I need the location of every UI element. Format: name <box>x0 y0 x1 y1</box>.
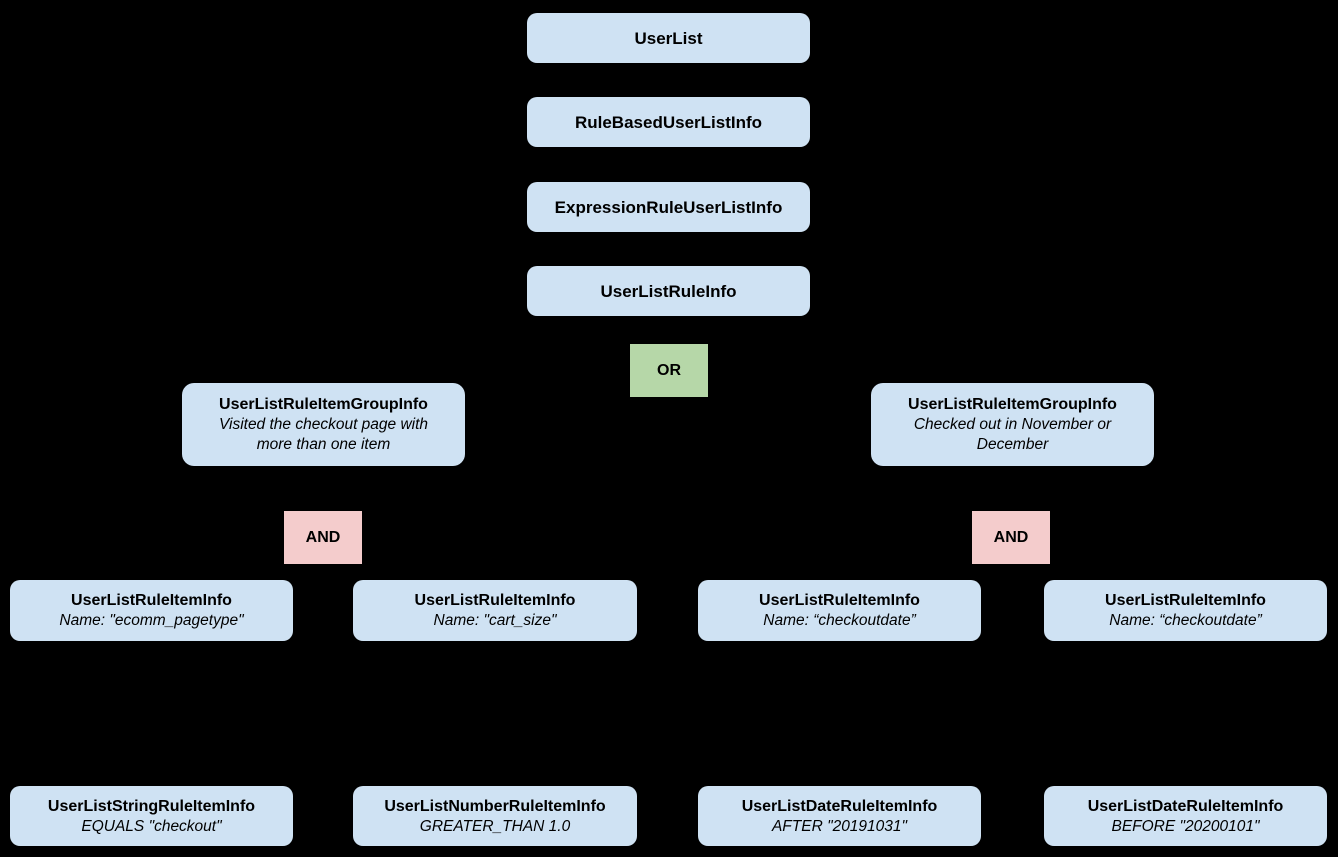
node-dateruleitem-after-subtitle: AFTER "20191031" <box>771 817 908 835</box>
node-expressionruleuserlistinfo: ExpressionRuleUserListInfo <box>527 182 810 232</box>
arrowhead-left-icon <box>316 371 350 386</box>
arrowhead-right-icon <box>988 371 1022 386</box>
node-ruleitem-title: UserListRuleItemInfo <box>759 592 920 609</box>
node-dateruleitem-before: UserListDateRuleItemInfo BEFORE "2020010… <box>1044 786 1327 846</box>
node-numberruleitem-title: UserListNumberRuleItemInfo <box>384 797 606 815</box>
node-ruleitem-cart-size: UserListRuleItemInfo Name: "cart_size" <box>353 580 637 641</box>
node-rulebaseduserlistinfo-label: RuleBasedUserListInfo <box>574 112 763 132</box>
node-ruleitem-ecomm-pagetype: UserListRuleItemInfo Name: "ecomm_pagety… <box>10 580 293 641</box>
and-operator-right: AND <box>972 511 1050 564</box>
node-ruleitem-title: UserListRuleItemInfo <box>71 592 232 609</box>
node-group-right: UserListRuleItemGroupInfo Checked out in… <box>871 383 1154 466</box>
node-ruleitem-subtitle: Name: "ecomm_pagetype" <box>59 612 244 629</box>
node-dateruleitem-after: UserListDateRuleItemInfo AFTER "20191031… <box>698 786 981 846</box>
node-ruleitem-subtitle: Name: “checkoutdate” <box>763 612 916 629</box>
node-ruleitem-checkoutdate-1: UserListRuleItemInfo Name: “checkoutdate… <box>698 580 981 641</box>
node-group-right-title: UserListRuleItemGroupInfo <box>908 396 1117 413</box>
node-ruleitem-title: UserListRuleItemInfo <box>1105 592 1266 609</box>
node-userlistruleinfo: UserListRuleInfo <box>527 266 810 316</box>
node-numberruleitem: UserListNumberRuleItemInfo GREATER_THAN … <box>353 786 637 846</box>
node-group-left-subtitle: Visited the checkout page with more than… <box>218 416 429 453</box>
node-userlist-label: UserList <box>634 28 703 48</box>
or-operator: OR <box>630 344 708 397</box>
node-dateruleitem-before-title: UserListDateRuleItemInfo <box>1087 797 1284 815</box>
node-stringruleitem: UserListStringRuleItemInfo EQUALS "check… <box>10 786 293 846</box>
node-group-left: UserListRuleItemGroupInfo Visited the ch… <box>182 383 465 466</box>
node-group-right-subtitle: Checked out in November or December <box>913 416 1112 453</box>
node-expressionruleuserlistinfo-label: ExpressionRuleUserListInfo <box>554 197 783 217</box>
node-dateruleitem-after-title: UserListDateRuleItemInfo <box>741 797 938 815</box>
node-ruleitem-subtitle: Name: "cart_size" <box>433 612 557 629</box>
node-rulebaseduserlistinfo: RuleBasedUserListInfo <box>527 97 810 147</box>
node-ruleitem-checkoutdate-2: UserListRuleItemInfo Name: “checkoutdate… <box>1044 580 1327 641</box>
node-numberruleitem-subtitle: GREATER_THAN 1.0 <box>419 817 571 835</box>
node-ruleitem-subtitle: Name: “checkoutdate” <box>1109 612 1262 629</box>
node-userlistruleinfo-label: UserListRuleInfo <box>600 281 737 301</box>
node-stringruleitem-subtitle: EQUALS "checkout" <box>81 817 222 835</box>
node-ruleitem-title: UserListRuleItemInfo <box>414 592 576 609</box>
node-dateruleitem-before-subtitle: BEFORE "20200101" <box>1111 817 1260 835</box>
node-group-left-title: UserListRuleItemGroupInfo <box>219 396 428 413</box>
node-userlist: UserList <box>527 13 810 63</box>
node-stringruleitem-title: UserListStringRuleItemInfo <box>47 797 256 815</box>
and-operator-left: AND <box>284 511 362 564</box>
